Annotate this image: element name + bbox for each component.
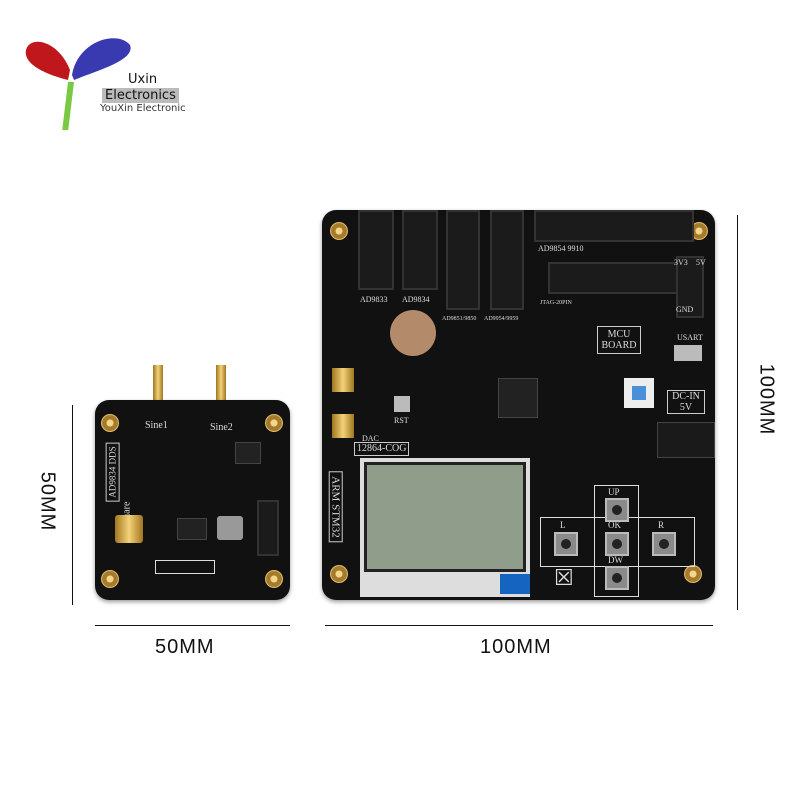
mcu-board: AD9833 AD9834 AD9851/9850 AD9954/9959 AD… (322, 210, 715, 600)
dim-arrow-big-height (737, 215, 738, 610)
label-up: UP (608, 487, 620, 497)
sma-square (115, 515, 143, 543)
screw-icon (330, 565, 348, 583)
header-ad9851 (446, 210, 480, 310)
header-jtag (548, 262, 678, 294)
label-left: L (560, 520, 566, 530)
label-usart: USART (677, 333, 703, 342)
label-sine2: Sine2 (210, 422, 233, 433)
dim-arrow-small-width (95, 625, 290, 626)
button-ok[interactable] (605, 532, 629, 556)
weee-bin-icon: ☒ (554, 565, 574, 590)
screw-icon (101, 570, 119, 588)
label-dc-in: DC-IN 5V (667, 390, 705, 414)
label-sine1: Sine1 (145, 420, 168, 431)
screw-icon (265, 414, 283, 432)
reset-button[interactable] (394, 396, 410, 412)
lcd-display (360, 458, 530, 597)
label-gnd: GND (676, 305, 694, 314)
header-ad9834 (402, 210, 438, 290)
button-down[interactable] (605, 566, 629, 590)
dim-label-big-width: 100MM (480, 636, 552, 658)
label-down: DW (608, 555, 623, 565)
label-ad9851: AD9851/9850 (442, 316, 477, 322)
dim-arrow-small-height (72, 405, 73, 605)
dds-board: Sine1 Sine2 AD9834 DDS Square (95, 400, 290, 600)
logo-line1: Uxin (128, 72, 158, 87)
dds-chip (177, 518, 207, 540)
board-title: AD9834 DDS (105, 442, 120, 502)
button-left[interactable] (554, 532, 578, 556)
pin-header (257, 500, 279, 556)
label-jtag: JTAG-20PIN (540, 300, 572, 306)
header-ad9833 (358, 210, 394, 290)
dc-jack[interactable] (657, 422, 715, 458)
label-ad9834: AD9834 (402, 295, 430, 304)
label-lcd: 12864-COG (354, 442, 410, 456)
screw-icon (265, 570, 283, 588)
label-ok: OK (608, 520, 621, 530)
label-ad9833: AD9833 (360, 295, 388, 304)
dim-label-big-height: 100MM (755, 363, 778, 436)
label-5v: 5V (696, 258, 706, 267)
switch[interactable] (624, 378, 654, 408)
label-ad9854: AD9854 9910 (538, 244, 584, 253)
dim-arrow-big-width (325, 625, 713, 626)
header-ad9854 (534, 210, 694, 242)
lcd-tab (500, 574, 530, 594)
screw-icon (690, 222, 708, 240)
screw-icon (101, 414, 119, 432)
button-right[interactable] (652, 532, 676, 556)
dpad-outline-vertical (594, 485, 639, 597)
sma-sine1 (153, 365, 163, 403)
coin-battery-holder (390, 310, 436, 356)
screw-icon (330, 222, 348, 240)
brand-logo: Uxin Electronics YouXin Electronic (18, 20, 198, 130)
screw-icon (684, 565, 702, 583)
sma-dac1 (332, 368, 354, 392)
label-right: R (658, 520, 665, 530)
lcd-screen (364, 462, 526, 572)
label-arm: ARM STM32 (328, 471, 343, 543)
logo-line2: Electronics (102, 88, 179, 103)
label-rst: RST (394, 416, 409, 425)
label-ad9954: AD9954/9959 (484, 316, 519, 322)
smd-row (155, 560, 215, 574)
sma-sine2 (216, 365, 226, 403)
label-3v3: 3V3 (674, 258, 688, 267)
dim-label-small-height: 50MM (36, 471, 59, 532)
dim-label-small-width: 50MM (155, 636, 215, 658)
usb-port[interactable] (674, 345, 702, 361)
logo-line3: YouXin Electronic (100, 103, 186, 114)
regulator (235, 442, 261, 464)
sma-dac2 (332, 414, 354, 438)
mcu-chip (498, 378, 538, 418)
crystal-oscillator (217, 516, 243, 540)
label-mcu-board: MCU BOARD (597, 326, 641, 354)
label-dac: DAC (362, 434, 379, 443)
header-ad9954 (490, 210, 524, 310)
power-header (676, 256, 704, 318)
sprout-logo-icon (25, 38, 131, 130)
button-up[interactable] (605, 498, 629, 522)
